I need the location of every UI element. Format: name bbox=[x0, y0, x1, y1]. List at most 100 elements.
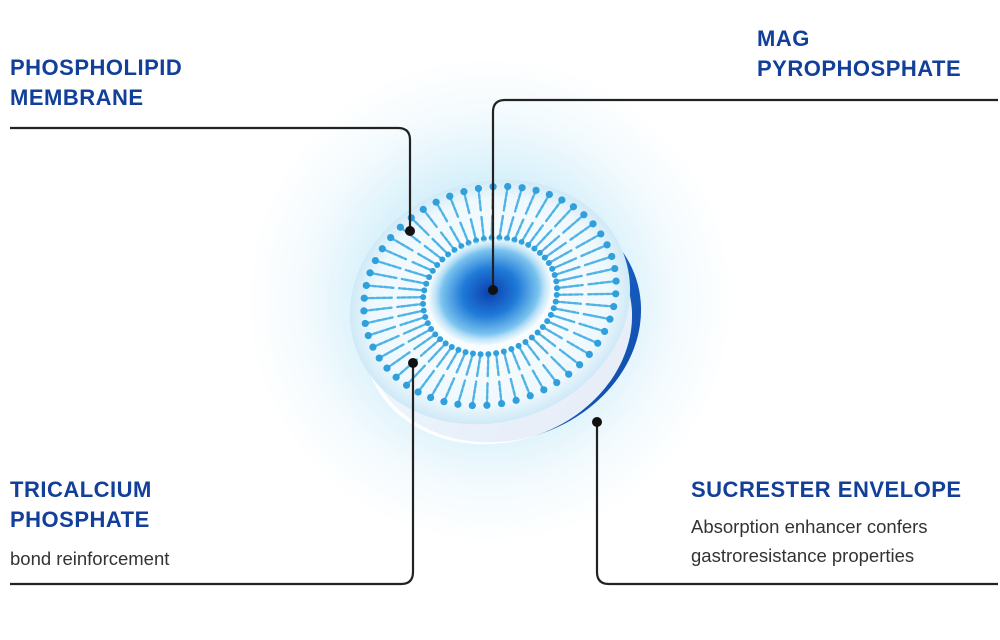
lipid-tail bbox=[439, 231, 456, 252]
lipid-head bbox=[531, 245, 538, 252]
lipid-tail bbox=[587, 279, 618, 286]
lipid-head bbox=[455, 346, 462, 353]
lipid-tail bbox=[530, 336, 550, 355]
lipid-tail bbox=[427, 342, 447, 363]
lipid-tail bbox=[397, 309, 425, 318]
lipid-tail bbox=[513, 186, 524, 213]
lipid-head bbox=[369, 343, 377, 351]
lipid-tail bbox=[554, 300, 583, 305]
lipid-tail bbox=[486, 352, 490, 378]
lipid-head bbox=[419, 205, 427, 213]
lipid-head bbox=[526, 392, 534, 400]
lipid-tail bbox=[494, 351, 500, 377]
lipid-tail bbox=[550, 257, 578, 271]
lipid-tail bbox=[502, 185, 509, 212]
lipid-tail bbox=[404, 268, 431, 279]
lipid-head bbox=[442, 340, 449, 347]
lipid-head bbox=[540, 386, 548, 394]
lipid-tail bbox=[544, 198, 564, 223]
lipid-head bbox=[402, 381, 411, 389]
lipid-tail bbox=[498, 214, 505, 239]
lipid-head bbox=[383, 364, 391, 372]
lipid-head bbox=[603, 241, 611, 249]
lipid-tail bbox=[583, 255, 613, 267]
lipid-head bbox=[427, 393, 435, 402]
lipid-head bbox=[608, 252, 616, 261]
lipid-head bbox=[460, 188, 468, 196]
lipid-head bbox=[462, 349, 469, 356]
lipid-tail bbox=[442, 377, 456, 403]
lipid-head bbox=[565, 370, 573, 378]
lipid-head bbox=[493, 350, 500, 357]
lipid-tail bbox=[533, 229, 553, 250]
lipid-head bbox=[551, 271, 558, 278]
lipid-head bbox=[532, 186, 540, 194]
lipid-tail bbox=[509, 376, 518, 402]
lipid-tail bbox=[381, 247, 408, 261]
lipid-head bbox=[522, 339, 529, 346]
lipid-head bbox=[429, 267, 436, 274]
lipid-tail bbox=[362, 306, 393, 313]
lipid-tail bbox=[374, 259, 402, 270]
lipid-head bbox=[549, 265, 556, 272]
lipid-head bbox=[504, 182, 512, 191]
lipid-head bbox=[585, 350, 593, 359]
lipid-head bbox=[552, 298, 559, 305]
lipid-head bbox=[569, 203, 578, 211]
lipid-head bbox=[360, 307, 368, 315]
lipid-tail bbox=[517, 344, 531, 367]
lipid-head bbox=[594, 339, 602, 347]
lipid-tail bbox=[580, 243, 609, 258]
phospholipid-ring bbox=[360, 182, 620, 410]
lipid-tail bbox=[429, 374, 445, 399]
lipid-tail bbox=[510, 347, 521, 371]
lipid-tail bbox=[541, 325, 565, 341]
lipid-head bbox=[422, 314, 429, 321]
lipid-head bbox=[432, 331, 439, 338]
lipid-tail bbox=[553, 265, 581, 277]
mag-line2: PYROPHOSPHATE bbox=[757, 56, 962, 81]
phospholipid-line2: MEMBRANE bbox=[10, 85, 144, 110]
lipid-tail bbox=[413, 333, 437, 351]
lipid-tail bbox=[397, 287, 426, 292]
lipid-head bbox=[360, 294, 368, 302]
lipid-head bbox=[612, 290, 620, 298]
lipid-tail bbox=[471, 380, 478, 407]
lipid-tail bbox=[569, 222, 595, 241]
lipid-tail bbox=[553, 205, 575, 228]
sucrester-description: Absorption enhancer confers gastroresist… bbox=[691, 512, 928, 570]
lipid-tail bbox=[368, 271, 398, 280]
lipid-head bbox=[445, 251, 452, 258]
leader-line-tricalcium bbox=[10, 363, 415, 586]
lipid-head bbox=[428, 325, 435, 332]
lipid-tail bbox=[480, 215, 486, 241]
lipid-head bbox=[558, 196, 566, 204]
lipid-head bbox=[547, 311, 554, 318]
lipid-tail bbox=[371, 334, 400, 349]
lipid-tail bbox=[477, 187, 483, 214]
lipid-tail bbox=[396, 302, 425, 309]
lipid-tail bbox=[419, 337, 442, 357]
lipid-head bbox=[497, 399, 506, 408]
lipid-head bbox=[362, 281, 370, 290]
lipid-tail bbox=[546, 319, 571, 332]
lipid-head bbox=[364, 331, 372, 340]
lipid-head bbox=[392, 373, 400, 381]
lipid-tail bbox=[399, 315, 427, 327]
lipid-head bbox=[469, 350, 476, 357]
lipid-tail bbox=[409, 260, 434, 273]
lipid-tail bbox=[547, 249, 573, 265]
lipid-tail bbox=[535, 193, 551, 218]
lipid-tail bbox=[505, 215, 515, 240]
lipid-head bbox=[477, 351, 484, 358]
lipid-tail bbox=[449, 225, 463, 248]
lipid-tail bbox=[502, 350, 511, 374]
lipid-tail bbox=[585, 303, 615, 308]
lipid-head bbox=[366, 269, 374, 277]
lipid-head bbox=[378, 245, 386, 253]
lipid-head bbox=[553, 278, 560, 285]
lipid-tail bbox=[558, 348, 581, 366]
lipid-head bbox=[536, 249, 543, 256]
lipid-tail bbox=[364, 316, 394, 325]
